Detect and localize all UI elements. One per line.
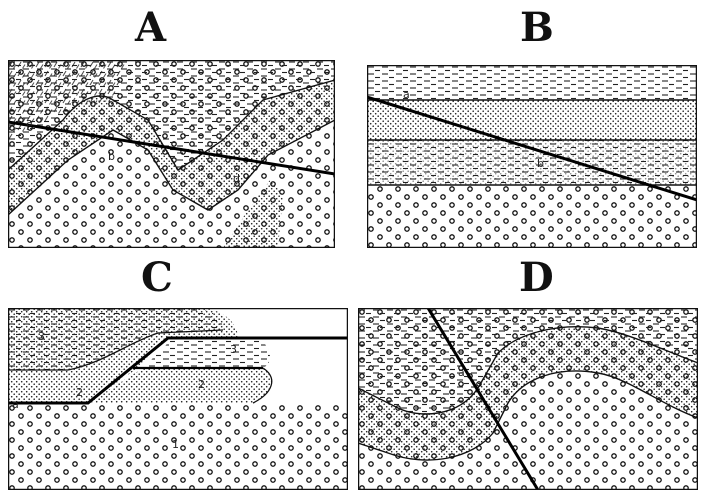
panel-b-title: B [520,8,554,48]
label-b: b [537,157,544,170]
label-a: a [403,88,410,101]
label-2-lower: 2 [198,378,205,391]
layer-circles [367,185,697,248]
label-2-upper: 2 [76,386,83,399]
panel-d-title: D [519,258,554,298]
label-a: a [12,398,19,411]
panel-c-cross-section: a 3 2 3 2 1 [8,308,348,490]
panel-a-cross-section: a b d [8,60,335,248]
layer-dashed-top [367,65,697,100]
panel-a-title: A [135,8,166,48]
label-3-lower: 3 [230,343,237,356]
panel-c-title: C [141,258,173,298]
label-a: a [458,366,465,379]
label-1: 1 [172,438,179,451]
panel-b-cross-section: a b [367,65,697,248]
label-a: a [26,116,33,129]
layer-dotted-upper [367,100,697,140]
label-b: b [108,150,115,163]
panel-d-cross-section: a [358,308,698,490]
label-3-upper: 3 [38,330,45,343]
label-d: d [233,172,240,185]
layer-dotted-middle [367,140,697,185]
